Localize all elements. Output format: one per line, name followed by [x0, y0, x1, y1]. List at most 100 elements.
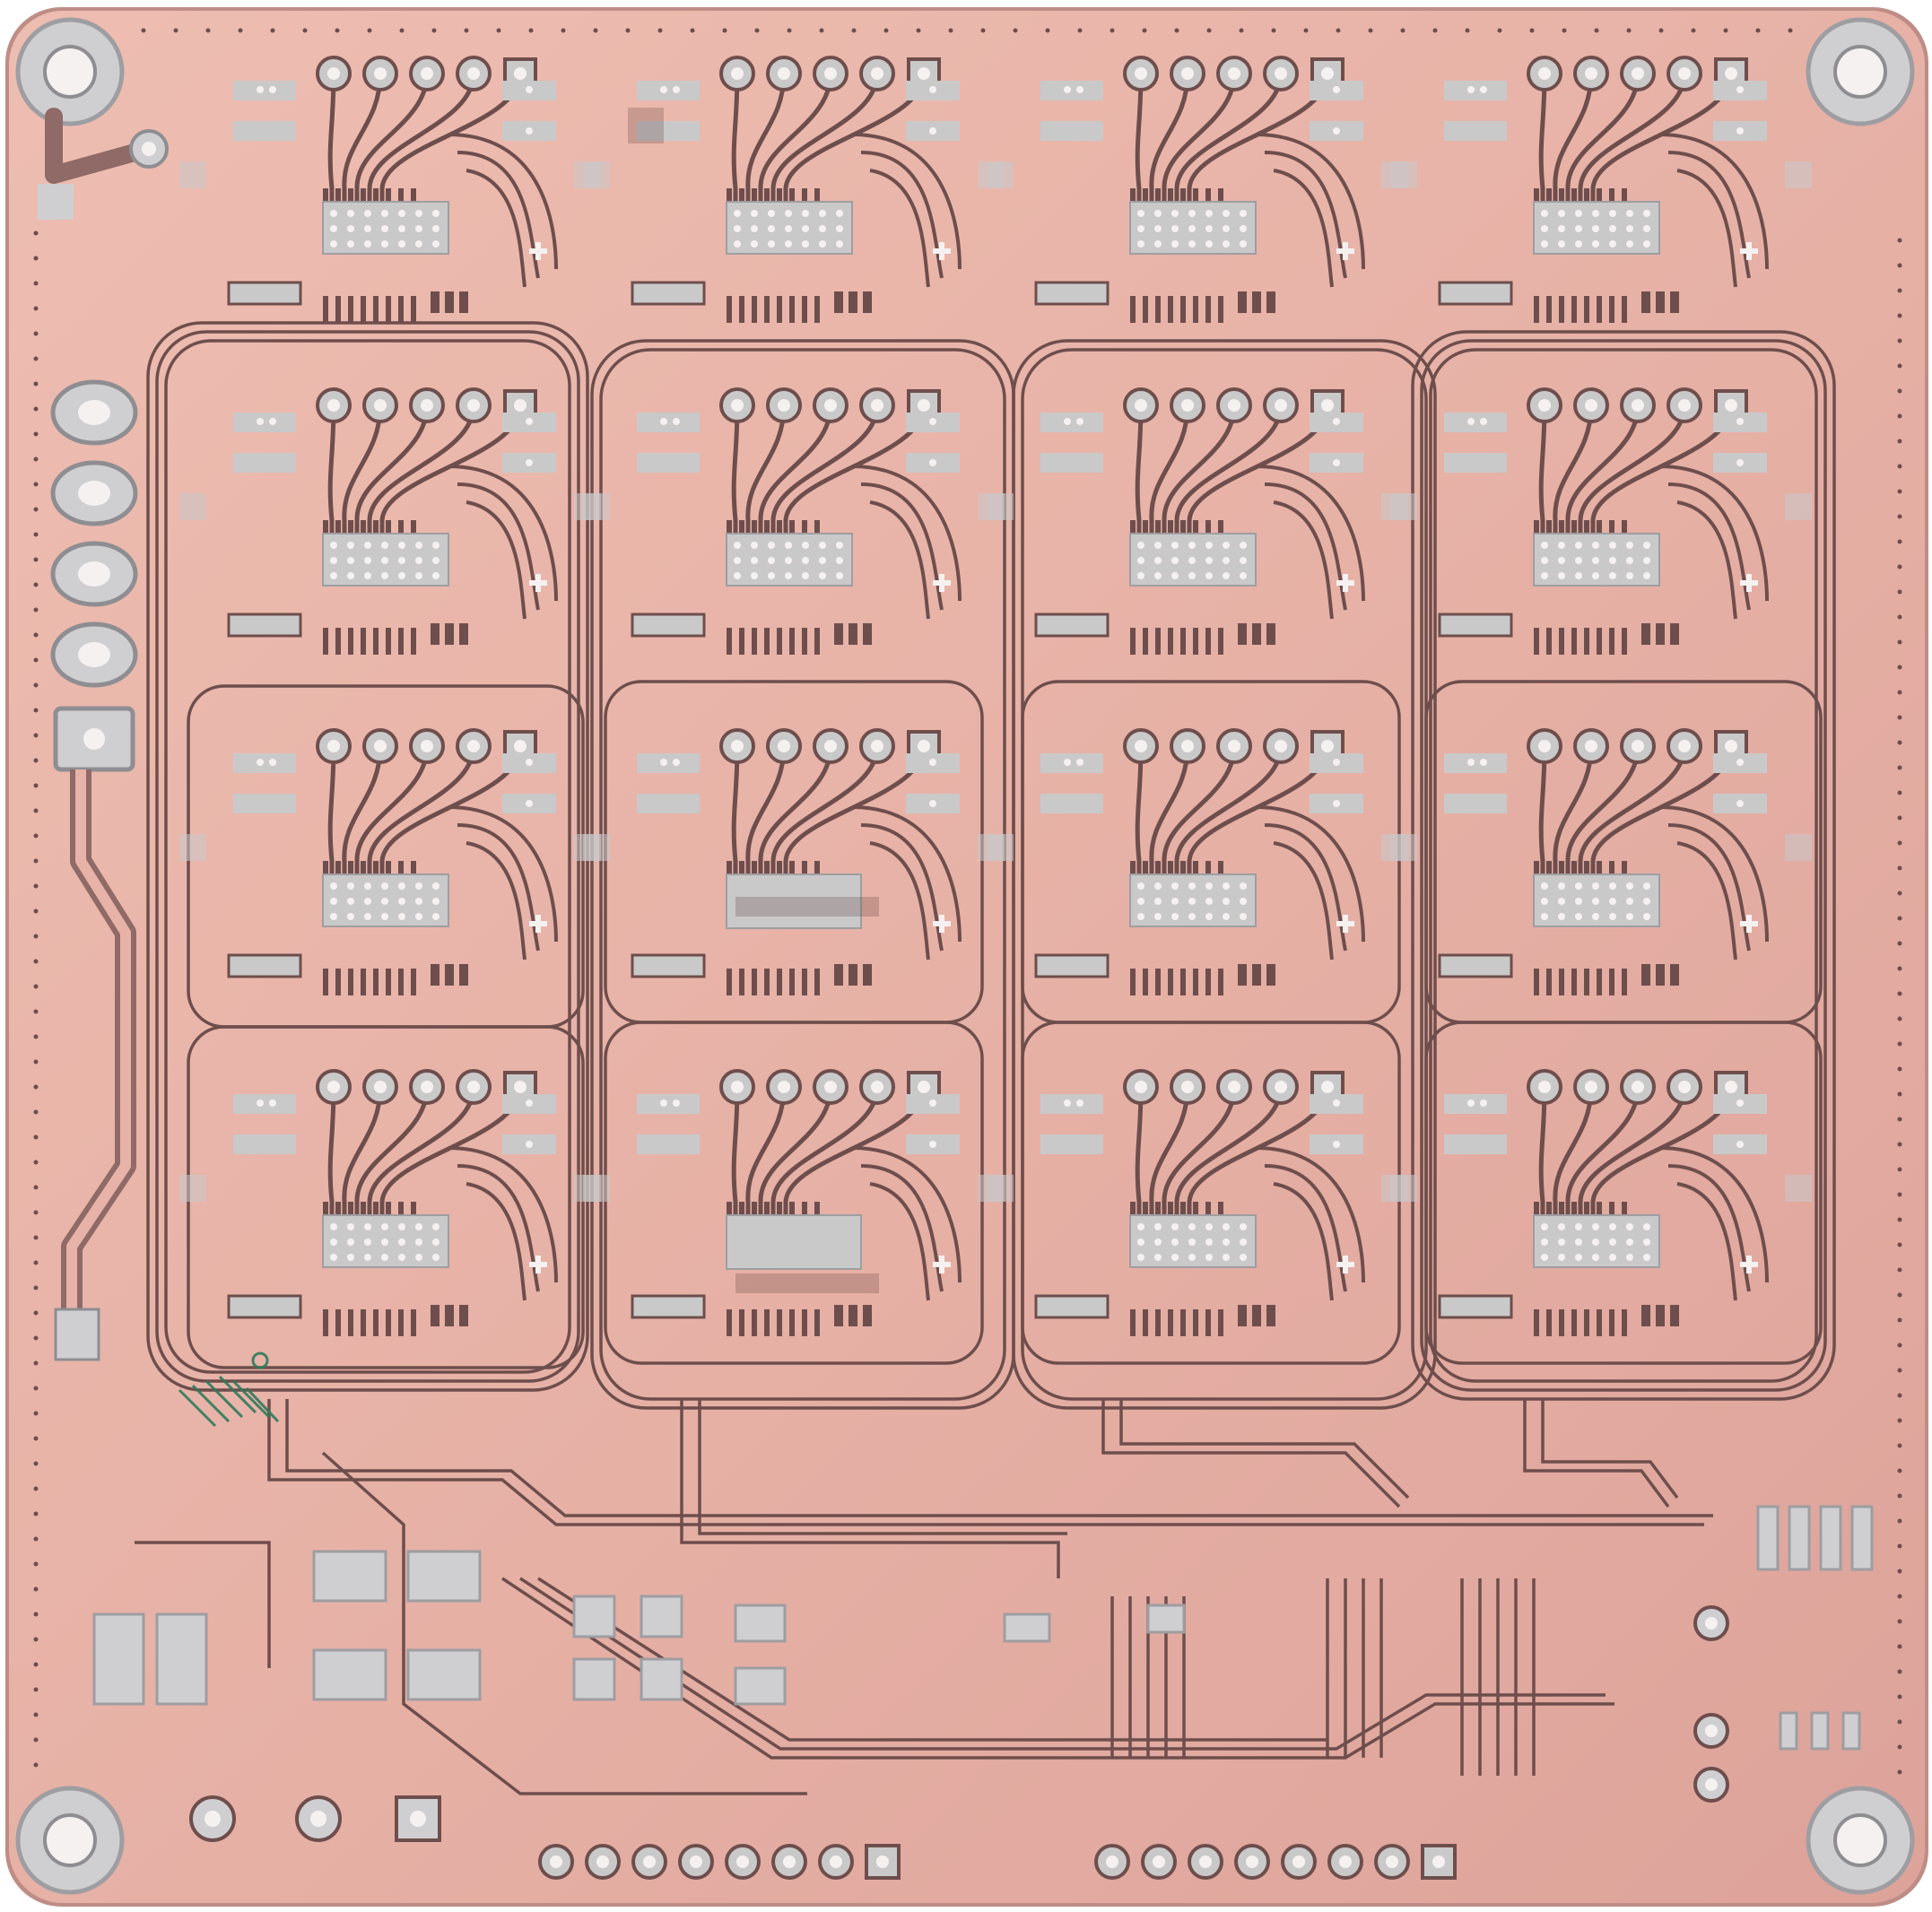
thermal-via — [1171, 225, 1179, 232]
fanout-trace — [1565, 745, 1640, 883]
via — [1897, 464, 1902, 469]
test-pad — [987, 834, 1014, 861]
ic-lead — [1622, 296, 1627, 323]
pin-drill — [1275, 1081, 1287, 1093]
via — [526, 759, 533, 766]
ic-lead — [1266, 1305, 1275, 1326]
via — [270, 28, 275, 33]
thermal-via — [432, 557, 439, 564]
ic-lead — [727, 296, 732, 323]
thermal-via — [1592, 572, 1599, 579]
cross-mark — [529, 915, 547, 933]
thermal-via — [432, 913, 439, 920]
via — [1897, 564, 1902, 569]
power-terminals — [189, 1605, 1729, 1842]
side-pad — [233, 121, 296, 141]
thermal-via — [1558, 210, 1565, 217]
thermal-via — [819, 542, 826, 549]
fanout-trace — [367, 404, 476, 543]
ic-lead — [814, 628, 820, 655]
thermal-via — [1558, 240, 1565, 248]
signal-trace — [1658, 133, 1769, 288]
ic-lead — [1584, 969, 1589, 995]
ic-lead — [1609, 296, 1614, 323]
thermal-via — [768, 557, 775, 564]
thermal-via — [364, 882, 371, 890]
thermal-via — [1205, 240, 1213, 248]
thermal-via — [1541, 542, 1548, 549]
side-pad — [1040, 794, 1103, 813]
ic-lead — [1597, 969, 1602, 995]
side-pad — [1040, 1094, 1103, 1114]
thermal-via — [1541, 1254, 1548, 1261]
ic-lead — [1218, 628, 1223, 655]
fanout-trace — [342, 404, 383, 543]
ic-lead — [1155, 1309, 1161, 1336]
via — [1206, 28, 1212, 33]
signal-trace — [448, 133, 558, 288]
thermal-via — [1609, 1238, 1616, 1246]
thermal-via — [398, 542, 405, 549]
header-pin-drill — [1386, 1856, 1398, 1868]
fanout-trace — [1553, 1086, 1594, 1224]
fanout-trace — [367, 1086, 476, 1224]
side-pad — [637, 753, 700, 773]
ic-lead — [1559, 628, 1564, 655]
side-pad — [1438, 1294, 1513, 1319]
thermal-via — [330, 882, 337, 890]
ic-lead — [1622, 969, 1627, 995]
via — [1897, 1719, 1902, 1725]
pin-drill — [1538, 1081, 1551, 1093]
header-pin-drill — [736, 1856, 749, 1868]
thermal-via — [1240, 225, 1247, 232]
fanout-trace — [1174, 404, 1284, 543]
via — [33, 1185, 39, 1190]
left-power-trace — [38, 108, 169, 1361]
thermal-via — [1592, 542, 1599, 549]
ic-lead — [1238, 1305, 1247, 1326]
pin-drill — [824, 740, 837, 752]
via — [33, 1637, 39, 1642]
via — [33, 1511, 39, 1517]
thermal-via — [1223, 557, 1230, 564]
thermal-via — [415, 898, 422, 905]
pin-drill — [1135, 399, 1147, 412]
mounting-hole-bottom-left — [15, 1786, 125, 1895]
ic-lead — [849, 1305, 857, 1326]
thermal-via — [415, 1238, 422, 1246]
ic-lead — [335, 969, 341, 995]
ic-lead — [1266, 964, 1275, 986]
thermal-via — [734, 210, 741, 217]
thermal-via — [836, 240, 843, 248]
thermal-via — [1171, 210, 1179, 217]
fanout-trace — [770, 1086, 880, 1224]
via — [1897, 690, 1902, 695]
side-pad — [631, 613, 706, 638]
thermal-via — [751, 240, 758, 248]
test-pad — [179, 834, 206, 861]
via — [1465, 28, 1470, 33]
pin-drill — [1585, 740, 1597, 752]
pin-drill — [1632, 1081, 1644, 1093]
thermal-via — [1240, 898, 1247, 905]
via — [1897, 1267, 1902, 1273]
thermal-via — [1643, 1223, 1650, 1230]
thermal-via — [1643, 542, 1650, 549]
thermal-via — [751, 542, 758, 549]
pin-drill — [871, 740, 883, 752]
pin-drill — [374, 399, 387, 412]
ic-lead — [1656, 291, 1665, 313]
via — [33, 1210, 39, 1215]
header-pin-drill — [876, 1856, 889, 1868]
pin-drill — [778, 67, 790, 80]
thermal-via — [1558, 1254, 1565, 1261]
ic-lead — [834, 1305, 843, 1326]
thermal-via — [1171, 898, 1179, 905]
via — [1480, 759, 1487, 766]
ic-lead — [739, 969, 744, 995]
via — [673, 759, 680, 766]
pin-drill — [1538, 740, 1551, 752]
via — [1013, 28, 1018, 33]
via — [1897, 514, 1902, 519]
sensor-module — [179, 387, 601, 655]
